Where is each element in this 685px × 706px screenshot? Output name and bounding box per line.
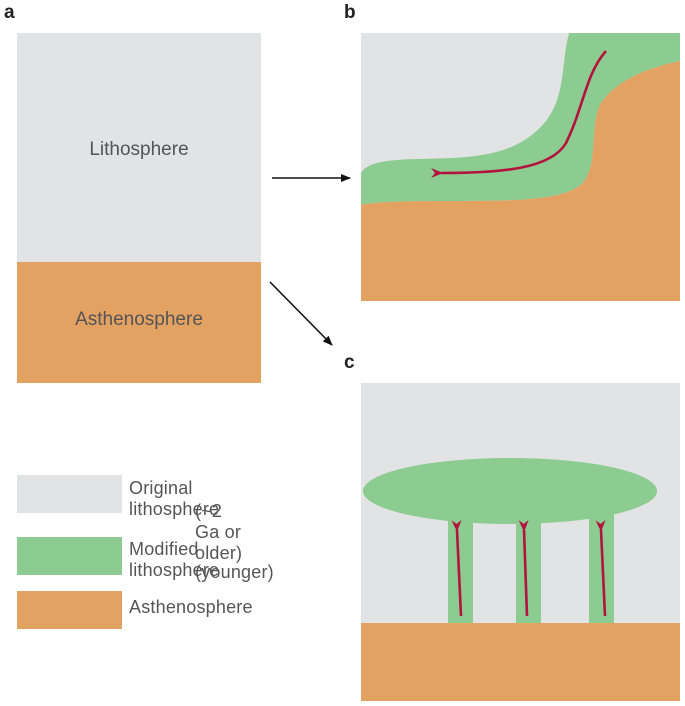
panel-b-modified-lithosphere [361,33,680,205]
legend-asthenosphere-label: Asthenosphere [129,597,253,617]
panel-a-asthenosphere-layer: Asthenosphere [17,262,261,383]
panel-c-letter: c [344,352,355,373]
panel-c-column-middle [516,508,541,628]
legend-swatch-original-lithosphere [17,475,122,513]
panel-c-upwelling-arrow-left [451,519,463,617]
legend-modified-lithosphere-label: Modified lithosphere [129,539,220,580]
panel-c-upwelling-arrow-right [595,519,607,617]
panel-b-asthenosphere [361,61,680,301]
panel-c [361,383,680,701]
panel-a-lithosphere-layer: Lithosphere [17,33,261,262]
panel-a: Lithosphere Asthenosphere [17,33,261,383]
panel-c-modified-lithosphere-lens [363,458,657,524]
legend-swatch-modified-lithosphere [17,537,122,575]
panel-c-asthenosphere [361,623,680,701]
panel-c-upwelling-arrow-middle [518,519,529,617]
legend-original-lithosphere-age: (~2 Ga or older) [195,501,243,563]
legend-original-lithosphere-label: Original lithosphere [129,478,220,519]
arrow-a-to-c [269,281,333,346]
asthenosphere-label: Asthenosphere [75,309,203,330]
panel-b-letter: b [344,2,356,23]
legend-swatch-asthenosphere [17,591,122,629]
panel-b [361,33,680,301]
panel-b-flow-arrow [430,50,607,179]
lithosphere-label: Lithosphere [89,139,189,160]
panel-a-letter: a [4,2,15,23]
legend-modified-lithosphere-age: (younger) [195,562,274,582]
